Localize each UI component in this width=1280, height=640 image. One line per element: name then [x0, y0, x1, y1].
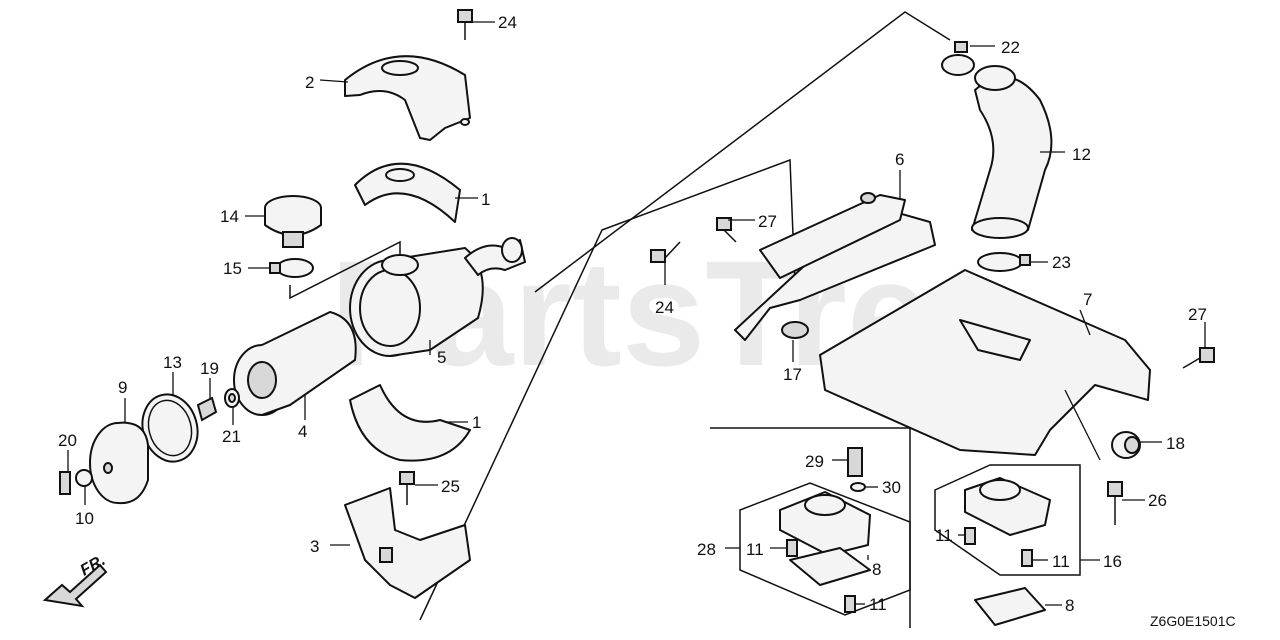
callout-19: 19: [200, 359, 219, 378]
routing-line-top: [534, 11, 951, 293]
upper-bracket-part: [344, 55, 471, 141]
callout-1-upper: 1: [481, 190, 490, 209]
callout-1-lower: 1: [472, 413, 481, 432]
callout-27-upper: 27: [758, 212, 777, 231]
bolt-part-26: [1107, 481, 1123, 525]
callout-18: 18: [1166, 434, 1185, 453]
callout-22: 22: [1001, 38, 1020, 57]
callout-2: 2: [305, 73, 314, 92]
callout-14: 14: [220, 207, 239, 226]
cleaner-cover-part-9: [89, 421, 149, 505]
callout-6: 6: [895, 150, 904, 169]
hose-part-12: [971, 65, 1053, 239]
clamp-part-23: [977, 252, 1031, 272]
bolt-part-27-upper: [716, 217, 737, 243]
callout-8-kit16: 8: [1065, 596, 1074, 615]
callout-11-kit28-bottom: 11: [869, 595, 887, 614]
callout-26: 26: [1148, 491, 1167, 510]
callout-11-kit16-right: 11: [1052, 552, 1070, 571]
bracket-15: [289, 240, 401, 300]
callout-11-kit28-left: 11: [746, 540, 764, 559]
routing-line-mid: [419, 158, 796, 621]
callout-5: 5: [437, 348, 446, 367]
callout-17: 17: [783, 365, 802, 384]
lower-shield-part-7: [819, 269, 1151, 456]
callout-3: 3: [310, 537, 319, 556]
bolt-part-27-right: [1182, 347, 1215, 369]
bolt-part-24-right: [650, 241, 681, 263]
callout-27-right: 27: [1188, 305, 1207, 324]
clamp-part-15: [269, 258, 314, 278]
leader-lines: [67, 21, 1206, 606]
nut-part-10: [75, 469, 93, 487]
clamp-part-22: [941, 41, 975, 76]
callout-4: 4: [298, 422, 307, 441]
grommet-part-17: [781, 321, 809, 339]
callout-23: 23: [1052, 253, 1071, 272]
callout-20: 20: [58, 431, 77, 450]
cap-part-14: [264, 195, 322, 248]
callout-25: 25: [441, 477, 460, 496]
bolt-part-25: [399, 471, 415, 505]
bolt-part-24-top: [457, 9, 473, 40]
callout-13: 13: [163, 353, 182, 372]
cover-lower-part: [349, 384, 471, 462]
air-cleaner-case-part-5: [349, 237, 526, 357]
callout-21: 21: [222, 427, 241, 446]
callout-8-kit28: 8: [872, 560, 881, 579]
lower-bracket-part-3: [344, 487, 471, 599]
insulator-kit-28: [739, 447, 911, 616]
washer-part-21: [224, 388, 240, 408]
cover-upper-part: [354, 162, 461, 223]
callout-9: 9: [118, 378, 127, 397]
front-direction-arrow: [42, 563, 108, 608]
callout-10: 10: [75, 509, 94, 528]
drawing-code: Z6G0E1501C: [1150, 613, 1236, 629]
gasket-ring-part-13: [141, 393, 199, 463]
callout-29: 29: [805, 452, 824, 471]
callout-28: 28: [697, 540, 716, 559]
callout-24-top: 24: [498, 13, 517, 32]
callout-30: 30: [882, 478, 901, 497]
callout-12: 12: [1072, 145, 1091, 164]
callout-24-right: 24: [655, 298, 674, 317]
heat-shield-part-6: [734, 192, 936, 341]
grommet-part-18: [1111, 431, 1141, 459]
callout-11-kit16-left: 11: [935, 526, 953, 545]
wing-bolt-part-19: [196, 396, 218, 422]
callout-7: 7: [1083, 290, 1092, 309]
callout-15: 15: [223, 259, 242, 278]
filter-element-part-4: [233, 311, 357, 416]
insulator-kit-16: [934, 464, 1081, 626]
callout-16: 16: [1103, 552, 1122, 571]
wing-nut-part-20: [59, 471, 71, 495]
